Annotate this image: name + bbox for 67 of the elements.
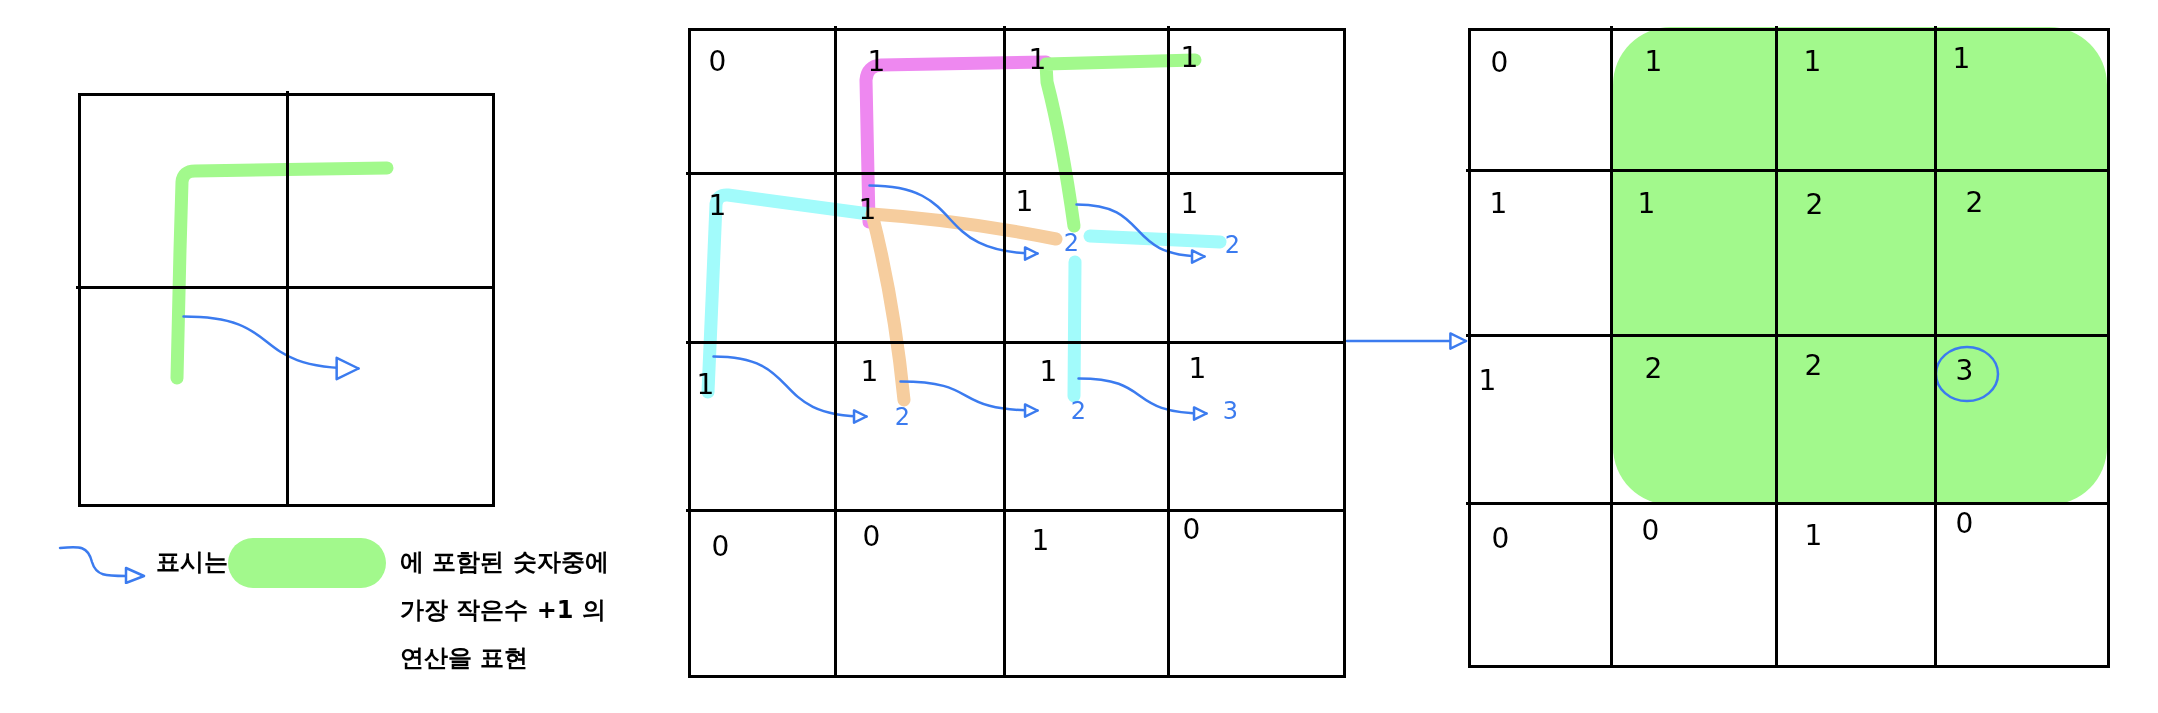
cell-number: 1 xyxy=(1952,44,1971,73)
grid-cell xyxy=(1003,26,1170,175)
grid-cell xyxy=(1775,169,1937,337)
grid-cell xyxy=(1003,172,1170,344)
cell-number: 1 xyxy=(1804,521,1823,550)
grid-cell xyxy=(1466,26,1613,172)
cell-number: 0 xyxy=(1182,515,1201,544)
cell-number: 1 xyxy=(1039,357,1058,386)
cell-number: 1 xyxy=(1015,187,1034,216)
cell-number: 1 xyxy=(1637,189,1656,218)
grid-cell xyxy=(1775,334,1937,505)
grid-cell xyxy=(686,172,837,344)
cell-number: 1 xyxy=(860,357,879,386)
number-grid xyxy=(77,92,495,507)
cell-number: 1 xyxy=(1489,189,1508,218)
cell-number: 2 xyxy=(1804,351,1823,380)
grid-cell xyxy=(1466,334,1613,505)
cell-number: 1 xyxy=(1028,45,1047,74)
curved-arrow xyxy=(868,184,1039,261)
computed-number: 3 xyxy=(1222,398,1239,423)
curved-arrow xyxy=(712,355,868,424)
computed-number: 2 xyxy=(894,404,911,429)
cell-number: 0 xyxy=(1955,509,1974,538)
cell-number: 1 xyxy=(858,195,877,224)
grid-cell xyxy=(1610,26,1778,172)
legend-text: 표시는 xyxy=(156,547,228,578)
computed-number: 2 xyxy=(1070,398,1087,423)
cell-number: 1 xyxy=(1180,43,1199,72)
arrow xyxy=(1345,332,1468,350)
legend-text: 에 포함된 숫자중에 가장 작은수 +1 의 연산을 표현 xyxy=(400,547,610,674)
cell-number: 1 xyxy=(1478,366,1497,395)
number-grid xyxy=(687,27,1346,678)
cell-number: 0 xyxy=(1491,524,1510,553)
grid-cell xyxy=(1466,169,1613,337)
cell-number: 1 xyxy=(1031,526,1050,555)
cell-number: 1 xyxy=(867,47,886,76)
curved-arrow xyxy=(1077,377,1208,421)
cell-number: 1 xyxy=(708,191,727,220)
cell-number: 2 xyxy=(1644,354,1663,383)
cell-number: 2 xyxy=(1965,188,1984,217)
cell-number: 2 xyxy=(1805,190,1824,219)
computed-number: 2 xyxy=(1063,230,1080,255)
grid-cell xyxy=(686,341,837,512)
cell-number: 0 xyxy=(711,532,730,561)
cell-number: 1 xyxy=(1803,47,1822,76)
number-grid xyxy=(1467,27,2110,668)
grid-cell xyxy=(834,26,1006,175)
cell-number: 3 xyxy=(1955,356,1974,385)
cell-number: 0 xyxy=(1641,516,1660,545)
cell-number: 0 xyxy=(1490,48,1509,77)
cell-number: 0 xyxy=(862,522,881,551)
cell-number: 1 xyxy=(1180,189,1199,218)
cell-number: 1 xyxy=(696,370,715,399)
curved-arrow xyxy=(899,380,1039,418)
cell-number: 0 xyxy=(708,47,727,76)
grid-cell xyxy=(686,26,837,175)
grid-cell xyxy=(1003,341,1170,512)
grid-cell xyxy=(834,172,1006,344)
cell-number: 1 xyxy=(1188,354,1207,383)
grid-cell xyxy=(834,341,1006,512)
curved-arrow xyxy=(1075,203,1206,264)
grid-cell xyxy=(1775,26,1937,172)
grid-cell xyxy=(1610,334,1778,505)
curved-arrow xyxy=(182,315,360,380)
cell-number: 1 xyxy=(1644,47,1663,76)
grid-cell xyxy=(1610,169,1778,337)
computed-number: 2 xyxy=(1224,232,1241,257)
